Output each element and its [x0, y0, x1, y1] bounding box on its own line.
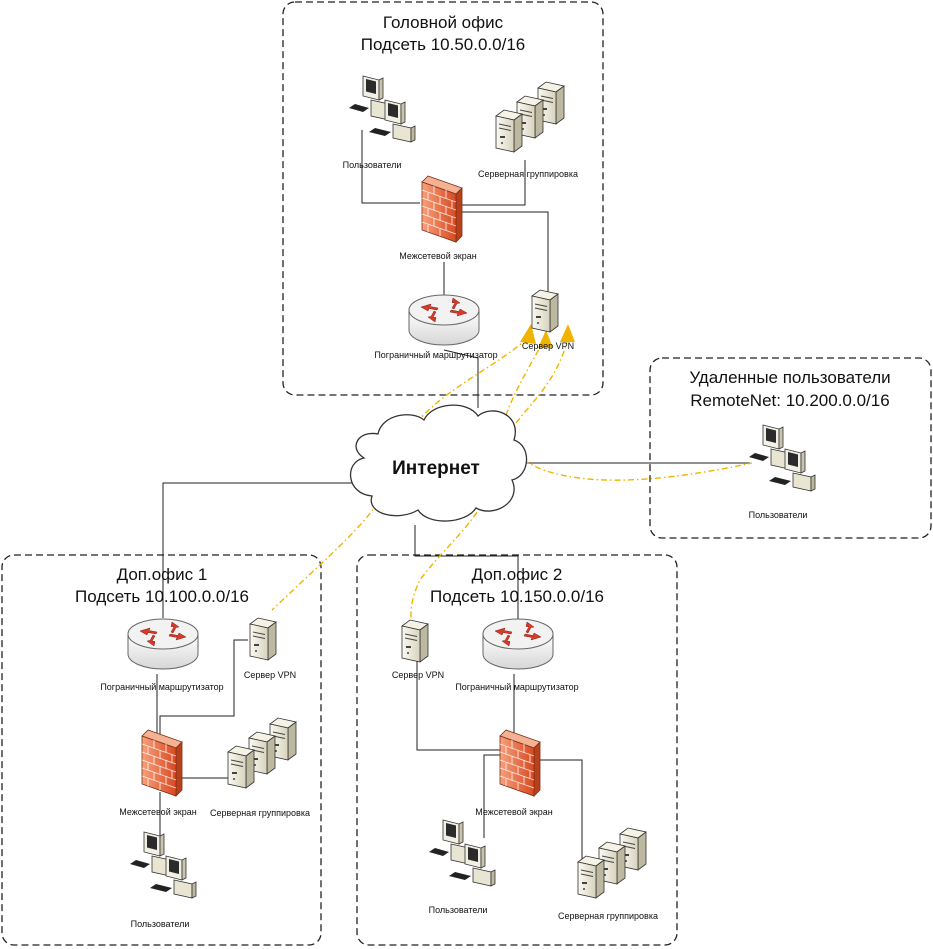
- vpn-arrow-2: [538, 330, 553, 348]
- hq-router-label: Пограничный маршрутизатор: [374, 350, 497, 360]
- branch1-zone: [1, 554, 322, 946]
- b2-vpn-label: Сервер VPN: [392, 670, 444, 680]
- b1-users-label: Пользователи: [131, 919, 190, 929]
- hq-firewall-icon: [421, 175, 463, 243]
- b1-router-label: Пограничный маршрутизатор: [100, 682, 223, 692]
- b1-users-icon: [129, 831, 197, 899]
- b2-servers-icon: [577, 827, 647, 899]
- b1-firewall-icon: [141, 729, 183, 797]
- hq-title: Головной офис: [383, 13, 504, 32]
- hq-vpn-link: [460, 211, 549, 292]
- b1-servers-icon: [227, 717, 297, 789]
- b1-vpn-link: [159, 639, 248, 735]
- hq-users-icon: [348, 75, 416, 143]
- b2-firewall-icon: [499, 729, 541, 797]
- b1-router-icon: [127, 618, 199, 670]
- hq-router-icon: [408, 294, 480, 346]
- b2-router-icon: [482, 618, 554, 670]
- hq-router-internet-link: [443, 349, 479, 408]
- b2-servers-label: Серверная группировка: [558, 911, 658, 921]
- b2-servers-link: [537, 759, 583, 860]
- b1-servers-label: Серверная группировка: [210, 808, 310, 818]
- branch2-zone: [356, 554, 678, 946]
- vpn-tunnel-branch2: [410, 337, 546, 629]
- b2-firewall-label: Межсетевой экран: [475, 807, 553, 817]
- vpn-arrow-3: [560, 324, 575, 342]
- remote-subnet: RemoteNet: 10.200.0.0/16: [690, 391, 889, 410]
- internet-cloud-icon: [349, 404, 528, 522]
- b2-router-label: Пограничный маршрутизатор: [455, 682, 578, 692]
- hq-servers-icon: [495, 81, 565, 153]
- b2-vpn-server-icon: [401, 619, 429, 663]
- b1-vpn-label: Сервер VPN: [244, 670, 296, 680]
- b2-subnet: Подсеть 10.150.0.0/16: [430, 587, 604, 606]
- remote-users-icon: [748, 424, 816, 492]
- b1-subnet: Подсеть 10.100.0.0/16: [75, 587, 249, 606]
- remote-zone: [649, 357, 932, 539]
- hq-servers-link: [460, 160, 526, 206]
- vpn-tunnel-remote: [504, 337, 753, 481]
- b2-title: Доп.офис 2: [472, 565, 563, 584]
- hq-servers-label: Серверная группировка: [478, 169, 578, 179]
- hq-vpn-label: Сервер VPN: [522, 341, 574, 351]
- b1-vpn-server-icon: [249, 617, 277, 661]
- hq-zone: [282, 1, 604, 396]
- hq-vpn-server-icon: [531, 289, 559, 333]
- b2-users-link: [483, 754, 500, 838]
- b2-vpn-link: [416, 660, 500, 751]
- vpn-arrow-1: [520, 324, 536, 344]
- b2-internet-link: [414, 525, 519, 620]
- b1-firewall-label: Межсетевой экран: [119, 807, 197, 817]
- hq-subnet: Подсеть 10.50.0.0/16: [361, 35, 526, 54]
- internet-label: Интернет: [392, 458, 480, 479]
- b1-internet-link: [162, 482, 355, 618]
- hq-firewall-label: Межсетевой экран: [399, 251, 477, 261]
- remote-title: Удаленные пользователи: [689, 368, 890, 387]
- hq-users-label: Пользователи: [343, 160, 402, 170]
- remote-users-label: Пользователи: [749, 510, 808, 520]
- b1-title: Доп.офис 1: [117, 565, 208, 584]
- hq-users-link: [361, 130, 420, 204]
- b2-users-icon: [428, 819, 496, 887]
- b2-users-label: Пользователи: [429, 905, 488, 915]
